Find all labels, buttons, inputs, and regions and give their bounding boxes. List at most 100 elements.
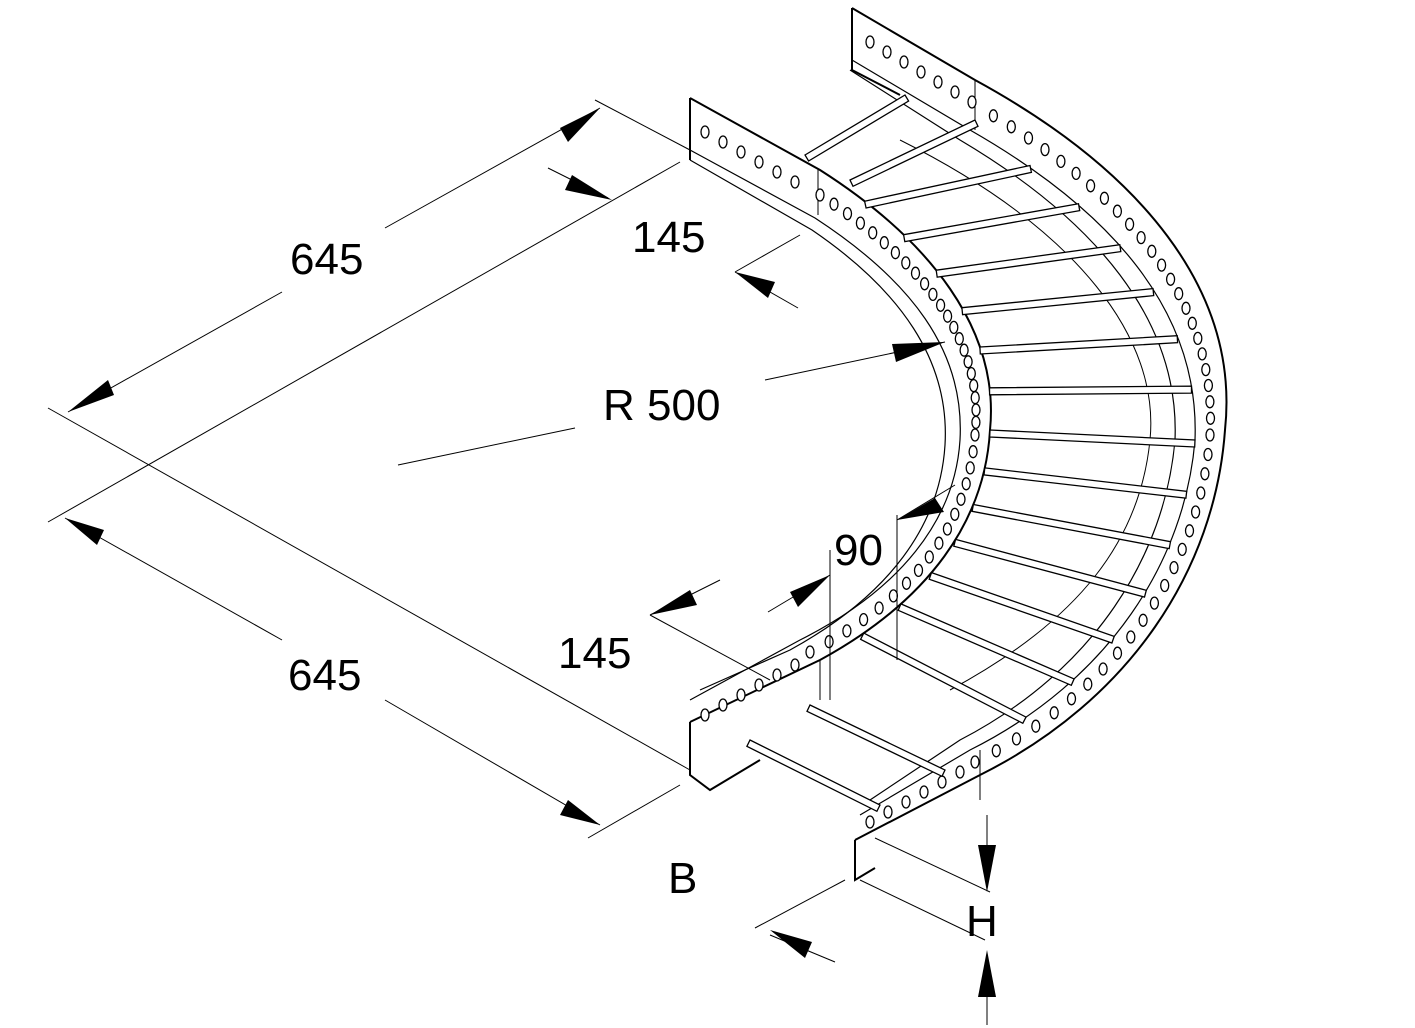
ladder-rung xyxy=(849,119,979,188)
inner-rail-lower-lip xyxy=(689,159,946,691)
rail-hole xyxy=(1066,692,1077,706)
rail-hole xyxy=(988,109,999,123)
arrow-height-top xyxy=(978,845,996,892)
ladder-rung xyxy=(897,603,1075,687)
rail-holes xyxy=(700,35,1216,829)
arrow-645-upper-right xyxy=(560,108,600,142)
rail-hole xyxy=(1165,272,1176,286)
dim-line-645-lower-a xyxy=(64,517,283,641)
ladder-rung xyxy=(806,704,946,778)
label-width: B xyxy=(668,854,697,903)
rail-hole xyxy=(865,815,875,829)
rail-hole xyxy=(919,277,930,291)
rail-hole xyxy=(1201,362,1211,377)
rail-hole xyxy=(879,236,889,250)
rail-hole xyxy=(1184,524,1195,538)
dim-line-645-lower-b xyxy=(384,699,601,826)
rail-hole xyxy=(883,805,893,819)
rail-hole xyxy=(1138,613,1148,627)
ladder-rung xyxy=(804,94,910,162)
rail-hole xyxy=(718,135,728,149)
rail-hole xyxy=(815,188,825,202)
rail-hole xyxy=(1071,166,1081,181)
rail-hole xyxy=(1174,287,1184,301)
rail-hole xyxy=(950,85,960,99)
outer-rail-end-lower xyxy=(854,840,876,882)
rail-hole xyxy=(790,658,800,672)
ladder-rung xyxy=(863,164,1033,209)
rail-hole xyxy=(968,445,978,459)
rail-hole xyxy=(1023,131,1034,145)
rail-hole xyxy=(901,795,911,809)
label-145-upper: 145 xyxy=(632,213,705,262)
rail-hole xyxy=(858,612,869,627)
label-angle: 90 xyxy=(834,526,883,575)
rail-hole xyxy=(1149,596,1160,610)
rail-hole xyxy=(736,145,746,159)
extension-line-lower-left xyxy=(47,161,681,523)
ladder-rung xyxy=(859,632,1027,725)
arrow-145-upper-right xyxy=(735,272,775,298)
ladder-rung xyxy=(979,335,1179,355)
rail-hole xyxy=(913,563,924,578)
ladder-rung xyxy=(746,739,881,813)
rail-hole xyxy=(970,428,980,442)
arrow-width xyxy=(770,930,812,958)
rail-hole xyxy=(1099,191,1110,205)
arrow-90 xyxy=(897,498,944,520)
rail-hole xyxy=(937,775,947,789)
rail-hole xyxy=(919,785,929,799)
rail-hole xyxy=(1112,646,1123,660)
rail-hole xyxy=(950,507,960,521)
rail-hole xyxy=(970,391,980,405)
rail-hole xyxy=(934,536,944,550)
rail-hole xyxy=(956,492,966,506)
arrow-645-upper-left xyxy=(68,380,114,412)
arrow-145-lower-left xyxy=(650,590,697,615)
rail-hole xyxy=(924,550,934,564)
dim-line-145-lower-b xyxy=(649,614,771,681)
rail-hole xyxy=(1177,542,1187,557)
rail-hole xyxy=(916,65,926,79)
rail-hole xyxy=(790,175,800,189)
rail-hole xyxy=(1181,301,1191,315)
rail-hole xyxy=(772,165,782,179)
rail-hole xyxy=(1136,230,1146,245)
rail-hole xyxy=(700,708,710,722)
rail-hole xyxy=(1112,204,1123,218)
rail-hole xyxy=(736,688,746,702)
ladder-rung xyxy=(988,385,1193,396)
dim-line-height-ext-a xyxy=(874,837,991,893)
rail-hole xyxy=(991,744,1001,758)
rail-hole xyxy=(942,309,953,323)
rail-hole xyxy=(1200,467,1210,481)
ladder-rung xyxy=(902,202,1081,243)
rail-hole xyxy=(1197,347,1207,361)
rail-hole xyxy=(772,668,782,682)
rail-hole xyxy=(959,343,969,357)
rail-hole xyxy=(1126,630,1136,644)
rail-hole xyxy=(1160,578,1170,593)
rail-hole xyxy=(1049,706,1059,720)
arrow-645-lower-left xyxy=(65,518,104,545)
rail-hole xyxy=(882,45,892,59)
rail-hole xyxy=(1196,486,1206,500)
rail-hole xyxy=(1147,244,1157,258)
rail-hole xyxy=(1011,732,1022,746)
arrow-radius xyxy=(892,342,945,362)
rail-hole xyxy=(1085,179,1096,193)
rail-hole xyxy=(824,635,834,649)
extension-line-upper-right xyxy=(594,99,691,151)
inner-rail-bottom-edge xyxy=(689,149,961,701)
rail-hole xyxy=(888,589,899,603)
rail-hole xyxy=(805,645,815,659)
rail-hole xyxy=(963,355,973,369)
rail-hole xyxy=(954,332,964,346)
rail-hole xyxy=(754,678,764,692)
dim-line-radius-a xyxy=(397,427,576,466)
rail-hole xyxy=(961,477,971,491)
dim-line-width-a xyxy=(754,879,846,929)
extension-line-lower-right xyxy=(587,784,681,839)
rail-hole xyxy=(965,461,975,475)
